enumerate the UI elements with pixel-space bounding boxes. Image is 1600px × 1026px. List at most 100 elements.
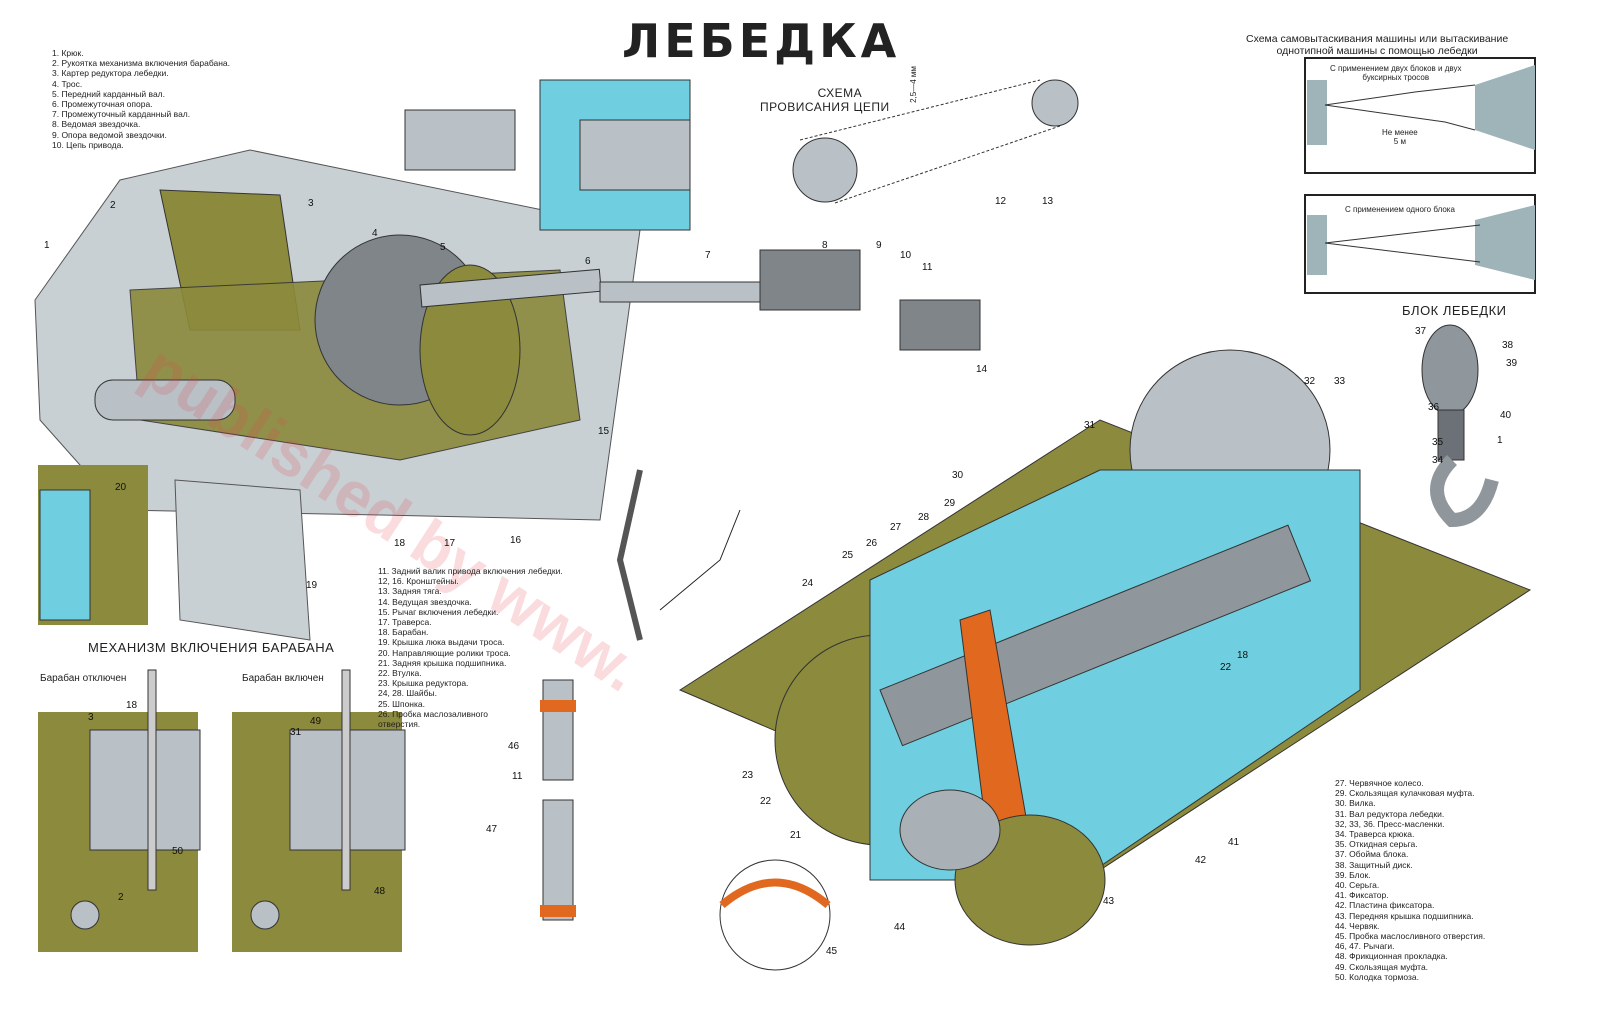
- legend-parts-1-10: 1. Крюк.2. Рукоятка механизма включения …: [52, 48, 230, 150]
- chain-sag-scheme: [792, 79, 1079, 204]
- callout-21: 21: [790, 830, 802, 841]
- legend-item: 20. Направляющие ролики троса.: [378, 647, 511, 658]
- callout-45: 45: [826, 946, 838, 957]
- callout-25: 25: [842, 550, 854, 561]
- legend-item: 7. Промежуточный карданный вал.: [52, 109, 191, 120]
- callout-30: 30: [952, 470, 964, 481]
- callout-13: 13: [1042, 196, 1054, 207]
- callout-33: 33: [1334, 376, 1346, 387]
- distance-label-line1: Не менее: [1382, 128, 1418, 137]
- callout-2: 2: [110, 200, 116, 211]
- callout-24: 24: [802, 578, 814, 589]
- legend-item: 32, 33, 36. Пресс-масленки.: [1335, 818, 1445, 829]
- legend-item: 22. Втулка.: [378, 668, 422, 679]
- legend-item: 42. Пластина фиксатора.: [1335, 900, 1435, 911]
- legend-item: 27. Червячное колесо.: [1335, 778, 1424, 788]
- legend-item: 29. Скользящая кулачковая муфта.: [1335, 788, 1475, 799]
- callout-20: 20: [115, 482, 127, 493]
- callout-31: 31: [290, 727, 302, 738]
- drum-off-label: Барабан отключен: [40, 673, 127, 684]
- callout-27: 27: [890, 522, 902, 533]
- callout-36: 36: [1428, 402, 1440, 413]
- callout-26: 26: [866, 538, 878, 549]
- drive-shafts: [404, 79, 981, 351]
- callout-6: 6: [585, 256, 591, 267]
- recovery-title-line1: Схема самовытаскивания машины или вытаск…: [1246, 33, 1509, 45]
- legend-item: 4. Трос.: [52, 78, 83, 89]
- callout-5: 5: [440, 242, 446, 253]
- panel1-caption-line2: буксирных тросов: [1362, 73, 1430, 82]
- legend-item: отверстия.: [378, 719, 421, 730]
- winch-frame-plate: [34, 149, 641, 641]
- drum-on-view: [232, 669, 406, 952]
- callout-38: 38: [1502, 340, 1514, 351]
- chain-scheme-title-line2: ПРОВИСАНИЯ ЦЕПИ: [760, 100, 890, 114]
- panel2-caption: С применением одного блока: [1345, 205, 1455, 214]
- legend-item: 1. Крюк.: [52, 48, 84, 58]
- callout-3: 3: [88, 712, 94, 723]
- callout-11: 11: [512, 771, 523, 782]
- poster-title: ЛЕБЕДКА: [622, 14, 901, 68]
- legend-item: 24, 28. Шайбы.: [378, 688, 437, 699]
- callout-37: 37: [1415, 326, 1427, 337]
- legend-item: 15. Рычаг включения лебедки.: [378, 606, 499, 617]
- recovery-panel-one-block: [1304, 194, 1536, 294]
- legend-item: 17. Траверса.: [378, 617, 432, 628]
- chain-sag-value: 2,5—4 мм: [908, 66, 918, 103]
- callout-49: 49: [310, 716, 322, 727]
- callout-42: 42: [1195, 855, 1207, 866]
- legend-item: 5. Передний карданный вал.: [52, 88, 165, 99]
- callout-16: 16: [510, 535, 522, 546]
- distance-label: Не менее 5 м: [1382, 128, 1418, 146]
- callout-35: 35: [1432, 437, 1444, 448]
- legend-parts-27-50: 27. Червячное колесо.29. Скользящая кула…: [1335, 778, 1485, 982]
- callout-22: 22: [1220, 662, 1232, 673]
- legend-parts-11-26: 11. Задний валик привода включения лебед…: [378, 566, 563, 729]
- legend-item: 21. Задняя крышка подшипника.: [378, 657, 507, 668]
- callout-19: 19: [306, 580, 318, 591]
- legend-item: 44. Червяк.: [1335, 920, 1380, 931]
- chain-scheme-title: СХЕМА ПРОВИСАНИЯ ЦЕПИ: [760, 86, 890, 114]
- legend-item: 43. Передняя крышка подшипника.: [1335, 910, 1474, 921]
- callout-41: 41: [1228, 837, 1240, 848]
- callout-7: 7: [705, 250, 711, 261]
- reducer-cutaway: [678, 349, 1532, 946]
- legend-item: 8. Ведомая звездочка.: [52, 119, 141, 130]
- legend-item: 12, 16. Кронштейны.: [378, 576, 459, 587]
- callout-18: 18: [1237, 650, 1249, 661]
- recovery-panel-two-blocks: [1304, 57, 1536, 174]
- gear-section-20: [38, 465, 148, 625]
- callout-34: 34: [1432, 455, 1444, 466]
- callout-46: 46: [508, 741, 520, 752]
- legend-item: 39. Блок.: [1335, 869, 1371, 880]
- legend-item: 26. Пробка маслозаливного: [378, 708, 489, 719]
- panel1-caption-line1: С применением двух блоков и двух: [1330, 64, 1462, 73]
- legend-item: 40. Серьга.: [1335, 880, 1380, 891]
- callout-4: 4: [372, 228, 378, 239]
- callout-1: 1: [1497, 435, 1503, 446]
- callout-50: 50: [172, 846, 184, 857]
- callout-22: 22: [760, 796, 772, 807]
- legend-item: 31. Вал редуктора лебедки.: [1335, 808, 1445, 819]
- legend-item: 35. Откидная серьга.: [1335, 839, 1418, 850]
- panel1-caption: С применением двух блоков и двух буксирн…: [1330, 64, 1461, 82]
- legend-item: 19. Крышка люка выдачи троса.: [378, 637, 505, 648]
- callout-3: 3: [308, 198, 314, 209]
- callout-11: 11: [922, 262, 933, 273]
- callout-29: 29: [944, 498, 956, 509]
- callout-48: 48: [374, 886, 386, 897]
- callout-2: 2: [118, 892, 124, 903]
- distance-label-line2: 5 м: [1393, 137, 1406, 146]
- callout-28: 28: [918, 512, 930, 523]
- callout-47: 47: [486, 824, 498, 835]
- callout-15: 15: [598, 426, 610, 437]
- callout-10: 10: [900, 250, 912, 261]
- callout-9: 9: [876, 240, 882, 251]
- legend-item: 46, 47. Рычаги.: [1335, 941, 1395, 952]
- recovery-scheme-title: Схема самовытаскивания машины или вытаск…: [1246, 33, 1508, 57]
- callout-43: 43: [1103, 896, 1115, 907]
- callout-17: 17: [444, 538, 456, 549]
- callout-8: 8: [822, 240, 828, 251]
- callout-1: 1: [44, 240, 50, 251]
